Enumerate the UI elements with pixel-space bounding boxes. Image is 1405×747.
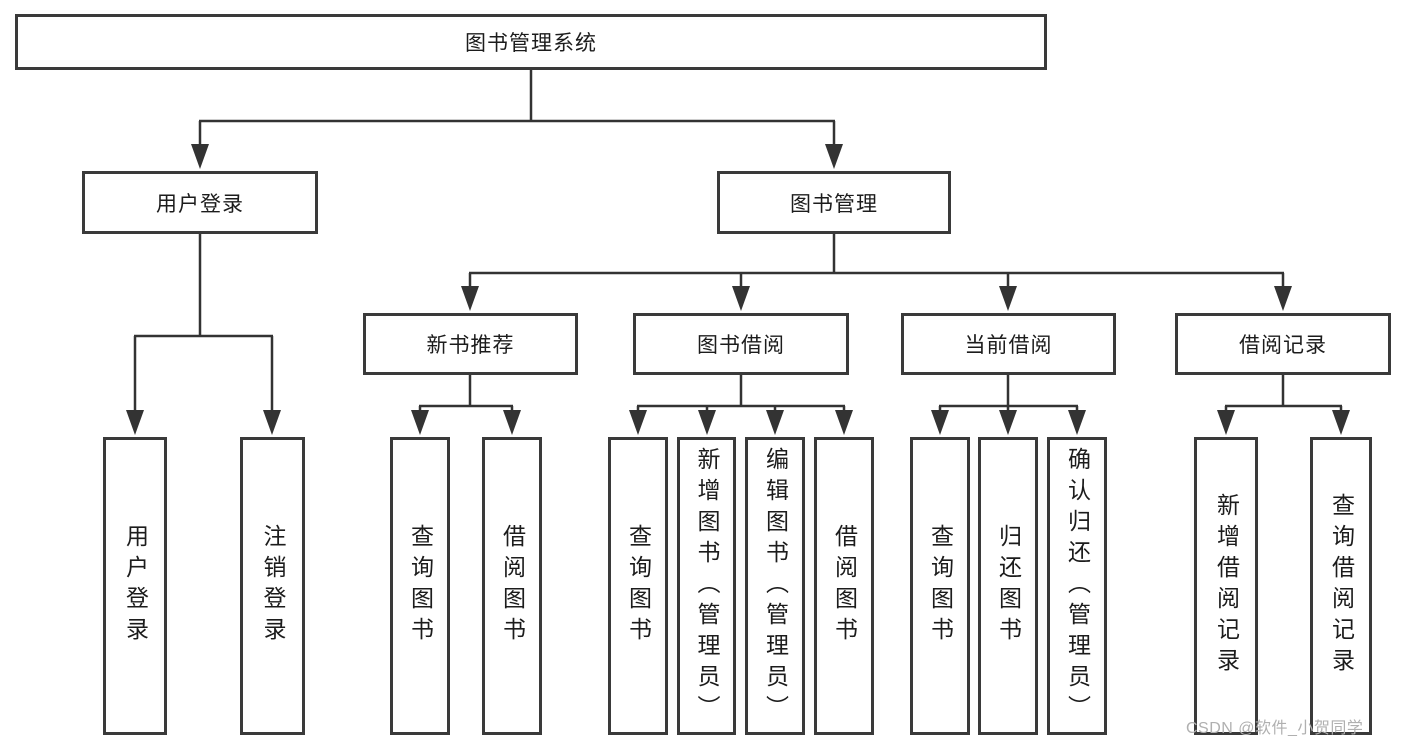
node-label: 借阅记录: [1239, 334, 1327, 357]
node-label: 图书借阅: [697, 334, 785, 357]
node-library-management-system: 图书管理系统: [15, 14, 1047, 70]
node-label: 查询图书: [407, 524, 434, 648]
node-label: 用户登录: [156, 192, 244, 216]
node-book-borrowing: 图书借阅: [633, 313, 849, 375]
node-label: 归还图书: [995, 524, 1022, 648]
node-borrowing-records: 借阅记录: [1175, 313, 1391, 375]
node-new-book-recommendation: 新书推荐: [363, 313, 578, 375]
leaf-add-borrow-record: 新增借阅记录: [1194, 437, 1258, 735]
node-label: 用户登录: [122, 524, 149, 648]
node-current-borrowing: 当前借阅: [901, 313, 1116, 375]
leaf-borrow-books-borrow: 借阅图书: [814, 437, 874, 735]
node-label: 查询图书: [625, 524, 652, 648]
leaf-query-books-recommend: 查询图书: [390, 437, 450, 735]
leaf-return-books: 归还图书: [978, 437, 1038, 735]
node-user-login: 用户登录: [82, 171, 318, 234]
node-label: 查询借阅记录: [1328, 493, 1355, 679]
node-label: 注销登录: [260, 524, 286, 648]
leaf-query-books-current: 查询图书: [910, 437, 970, 735]
leaf-edit-books-admin: 编辑图书（管理员）: [745, 437, 805, 735]
node-label: 编辑图书（管理员）: [762, 446, 789, 726]
csdn-watermark: CSDN @软件_小贺同学: [1186, 720, 1364, 737]
node-label: 新增图书（管理员）: [694, 446, 720, 726]
node-label: 确认归还（管理员）: [1064, 446, 1091, 726]
node-label: 当前借阅: [964, 334, 1053, 357]
leaf-logout-login: 注销登录: [240, 437, 305, 735]
node-label: 图书管理: [790, 192, 878, 216]
node-label: 借阅图书: [499, 524, 526, 648]
leaf-borrow-books-recommend: 借阅图书: [482, 437, 542, 735]
node-label: 查询图书: [927, 524, 954, 648]
node-label: 图书管理系统: [465, 32, 597, 55]
leaf-query-borrow-record: 查询借阅记录: [1310, 437, 1372, 735]
leaf-add-books-admin: 新增图书（管理员）: [677, 437, 736, 735]
leaf-query-books-borrow: 查询图书: [608, 437, 668, 735]
leaf-user-login: 用户登录: [103, 437, 167, 735]
node-label: 新增借阅记录: [1213, 493, 1240, 679]
node-label: 新书推荐: [426, 334, 515, 357]
leaf-confirm-return-admin: 确认归还（管理员）: [1047, 437, 1107, 735]
node-label: 借阅图书: [831, 524, 858, 648]
node-book-management: 图书管理: [717, 171, 951, 234]
